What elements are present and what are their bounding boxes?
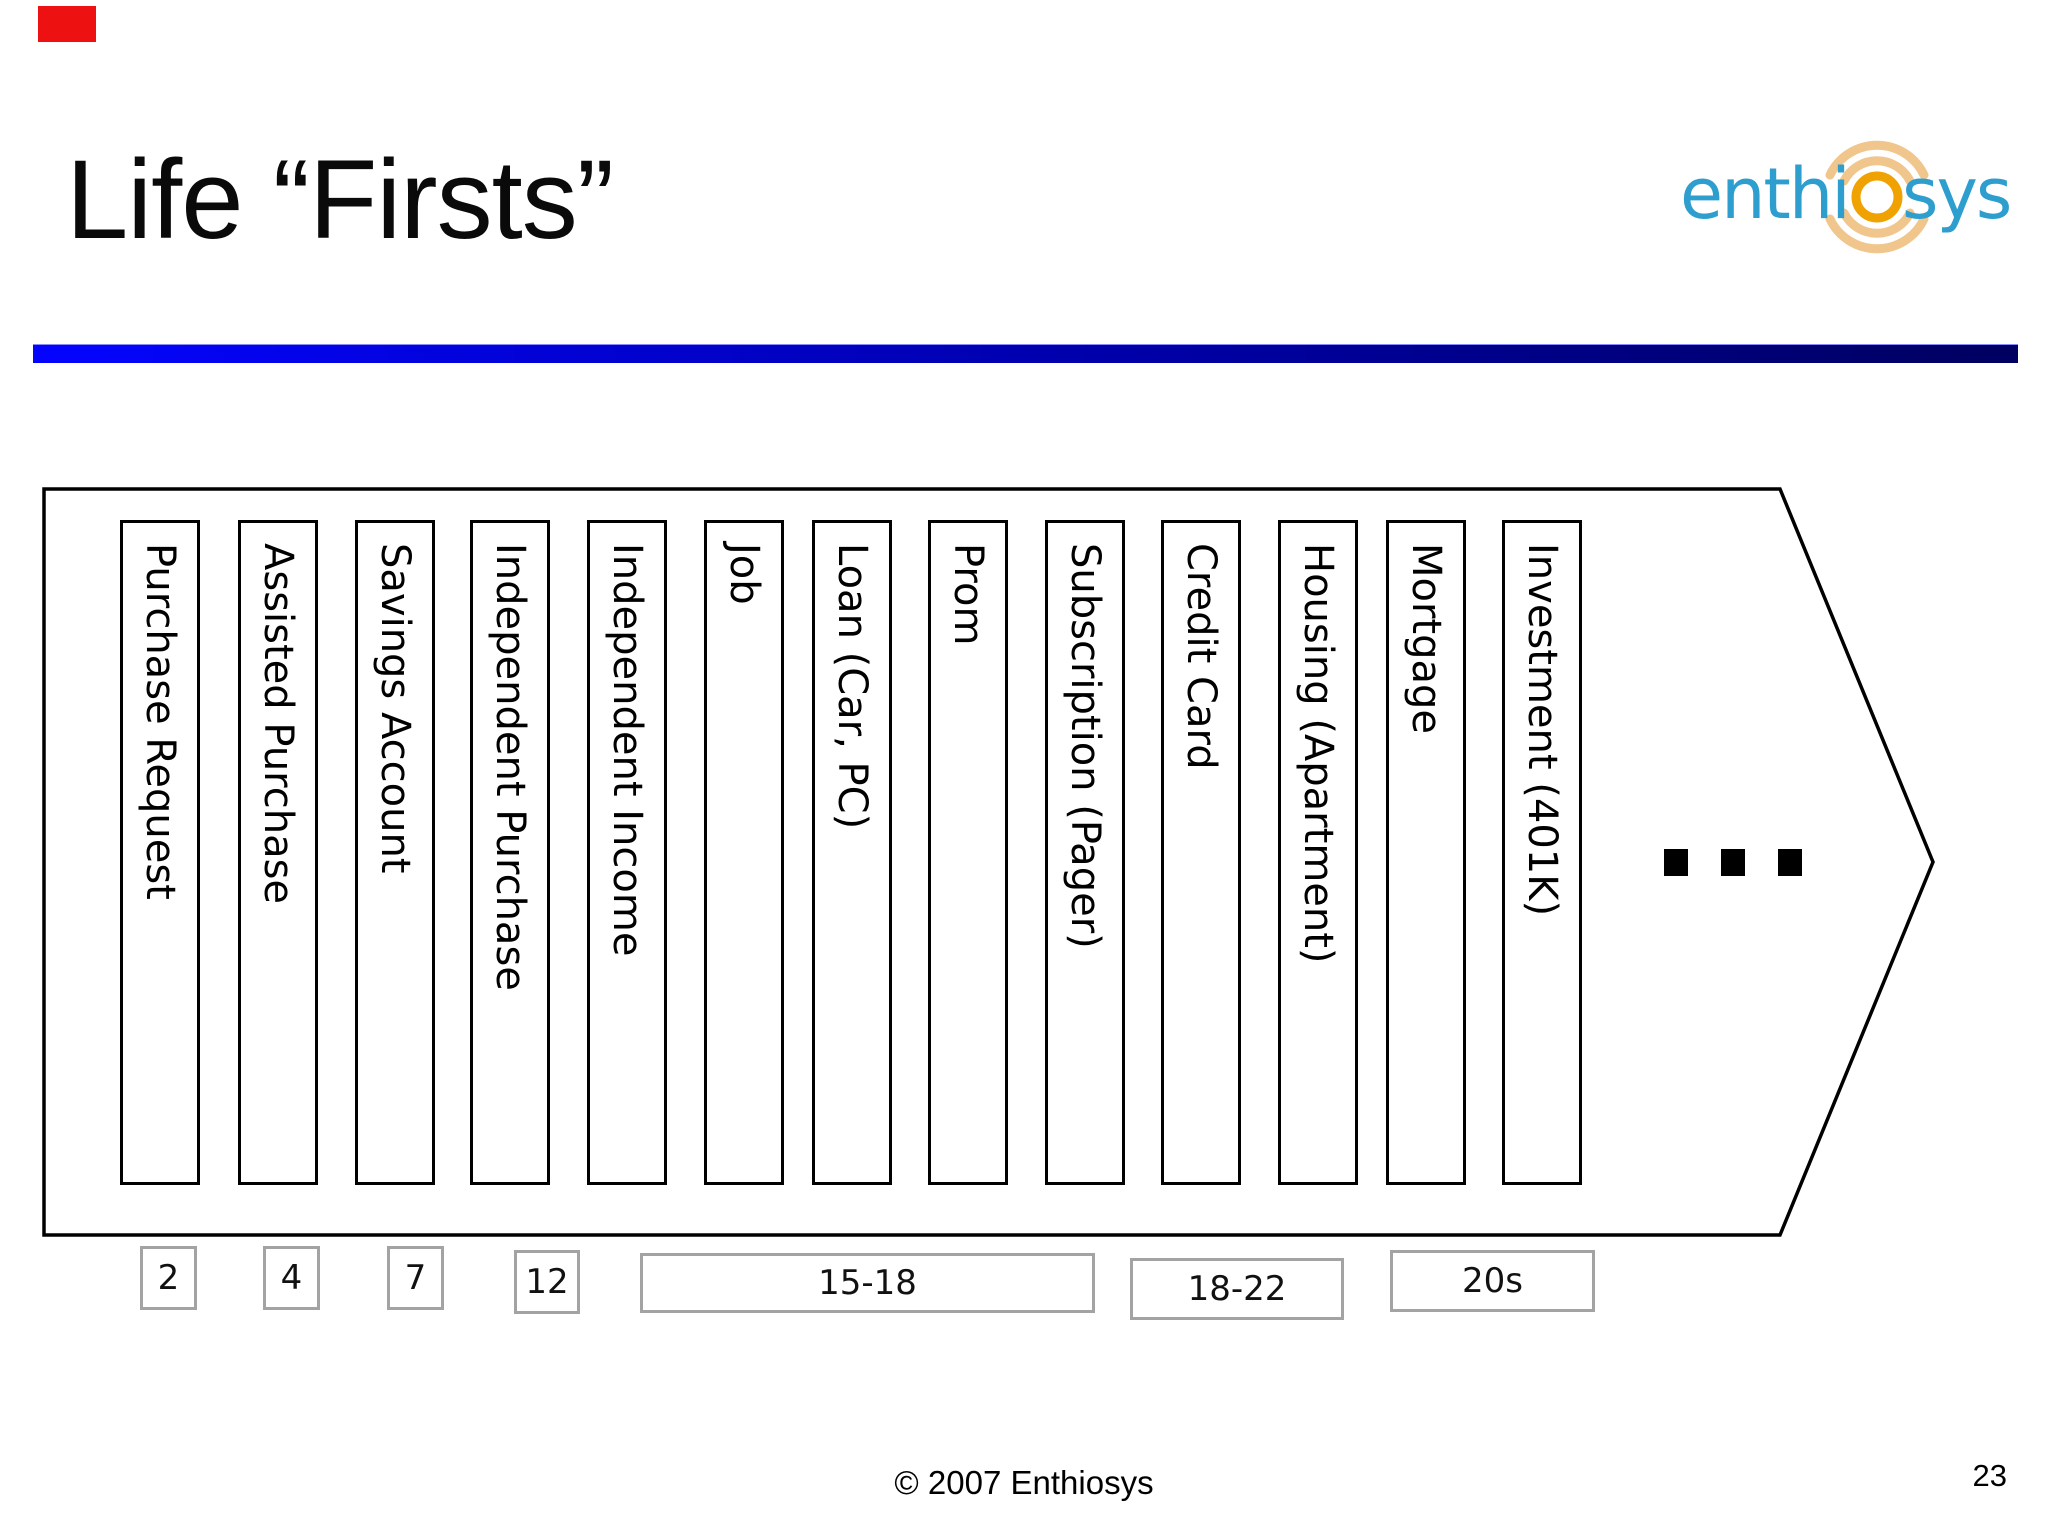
milestone-label: Prom (945, 543, 991, 646)
ellipsis-dot (1778, 849, 1802, 876)
milestone-box: Savings Account (355, 520, 435, 1185)
logo-text-after-o: sys (1902, 153, 2010, 235)
red-marker-box (38, 6, 96, 42)
milestone-label: Independent Purchase (487, 543, 533, 991)
milestone-box: Credit Card (1161, 520, 1241, 1185)
milestone-box: Loan (Car, PC) (812, 520, 892, 1185)
milestone-label: Investment (401K) (1519, 543, 1565, 917)
milestone-box: Purchase Request (120, 520, 200, 1185)
milestone-label: Assisted Purchase (255, 543, 301, 905)
copyright-footer: © 2007 Enthiosys (894, 1464, 1154, 1501)
age-range-box: 12 (514, 1250, 580, 1314)
milestone-label: Savings Account (372, 543, 418, 874)
milestone-box: Housing (Apartment) (1278, 520, 1358, 1185)
enthiosys-logo-icon: enthi sys (1680, 140, 2012, 254)
age-range-box: 20s (1390, 1250, 1595, 1312)
milestone-box: Investment (401K) (1502, 520, 1582, 1185)
milestone-box: Job (704, 520, 784, 1185)
milestone-label: Subscription (Pager) (1062, 543, 1108, 949)
milestone-label: Purchase Request (137, 543, 183, 900)
title-divider-bar (33, 344, 2018, 363)
age-range-box: 4 (263, 1246, 320, 1310)
milestone-label: Loan (Car, PC) (829, 543, 875, 830)
milestone-label: Independent Income (604, 543, 650, 957)
milestone-label: Job (721, 543, 767, 605)
enthiosys-logo: enthi sys (1678, 116, 2018, 268)
milestone-box: Independent Income (587, 520, 667, 1185)
milestone-box: Independent Purchase (470, 520, 550, 1185)
milestone-label: Housing (Apartment) (1295, 543, 1341, 964)
page-number: 23 (1972, 1458, 2007, 1493)
age-range-box: 15-18 (640, 1253, 1095, 1313)
milestone-box: Prom (928, 520, 1008, 1185)
milestone-box: Subscription (Pager) (1045, 520, 1125, 1185)
age-range-box: 2 (140, 1246, 197, 1310)
ellipsis-dot (1721, 849, 1745, 876)
milestone-box: Mortgage (1386, 520, 1466, 1185)
milestone-label: Mortgage (1403, 543, 1449, 735)
slide-title: Life “Firsts” (66, 137, 614, 262)
logo-text-before-o: enthi (1680, 153, 1849, 235)
age-range-box: 18-22 (1130, 1258, 1344, 1320)
logo-arcs-icon (1825, 140, 1929, 254)
logo-o-ring-icon (1851, 171, 1903, 223)
age-range-box: 7 (387, 1246, 444, 1310)
milestone-label: Credit Card (1178, 543, 1224, 770)
milestone-box: Assisted Purchase (238, 520, 318, 1185)
ellipsis-dot (1664, 849, 1688, 876)
